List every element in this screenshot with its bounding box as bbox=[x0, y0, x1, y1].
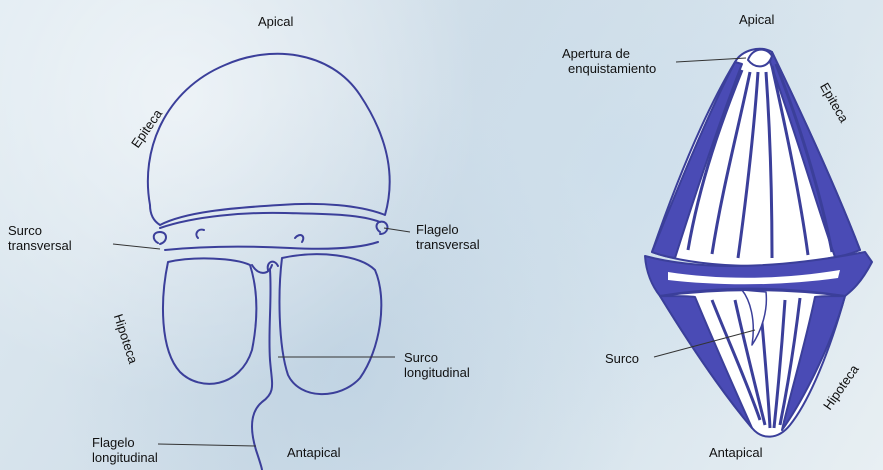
left-flagelo-longitudinal-label-line2: longitudinal bbox=[92, 450, 158, 465]
left-surco-longitudinal-label-line2: longitudinal bbox=[404, 365, 470, 380]
right-surco-label: Surco bbox=[605, 351, 639, 366]
left-leader-lines bbox=[113, 228, 410, 446]
right-apertura-label-line1: Apertura de bbox=[562, 46, 630, 61]
left-surco-transversal-label-line2: transversal bbox=[8, 238, 72, 253]
left-flagelo-longitudinal-label-line1: Flagelo bbox=[92, 435, 135, 450]
right-antapical-label: Antapical bbox=[709, 445, 762, 460]
left-apical-label: Apical bbox=[258, 14, 293, 29]
left-flagelo-transversal-label-line1: Flagelo bbox=[416, 222, 459, 237]
left-flagelo-transversal-label-line2: transversal bbox=[416, 237, 480, 252]
right-apical-label: Apical bbox=[739, 12, 774, 27]
left-surco-longitudinal-label-line1: Surco bbox=[404, 350, 438, 365]
left-hipoteca-right-lobe bbox=[280, 254, 382, 394]
left-dinoflagellate bbox=[148, 54, 390, 470]
left-epiteca-shape bbox=[148, 54, 390, 225]
left-surco-transversal-label-line1: Surco bbox=[8, 223, 42, 238]
right-apertura-label-line2: enquistamiento bbox=[568, 61, 656, 76]
left-antapical-label: Antapical bbox=[287, 445, 340, 460]
left-flagelo-longitudinal-line bbox=[252, 270, 272, 470]
left-hipoteca-left-lobe bbox=[163, 258, 256, 383]
